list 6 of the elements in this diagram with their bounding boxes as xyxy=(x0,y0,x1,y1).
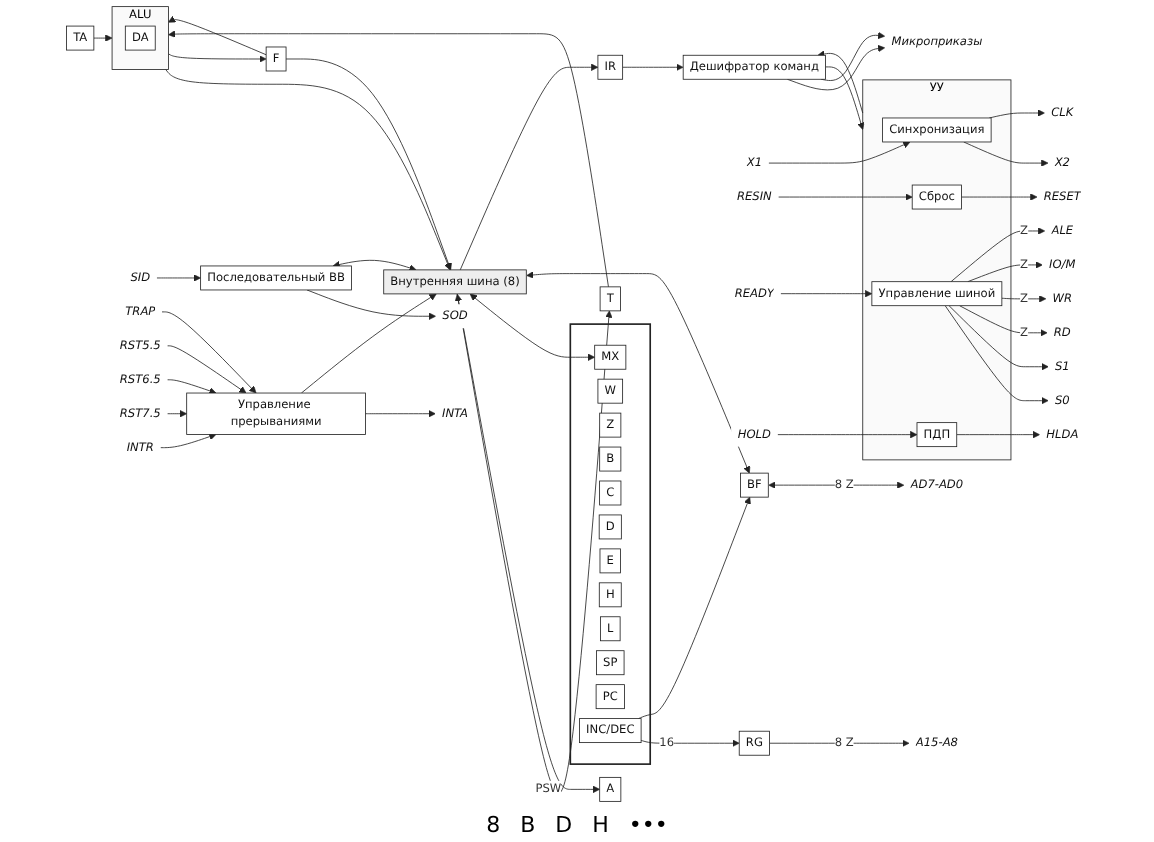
note-label: 8 xyxy=(486,812,501,838)
note-label: H xyxy=(592,812,609,838)
note-label: ••• xyxy=(628,812,668,838)
note-label: D xyxy=(555,812,573,838)
note-label: B xyxy=(520,812,536,838)
cluster xyxy=(569,323,652,765)
